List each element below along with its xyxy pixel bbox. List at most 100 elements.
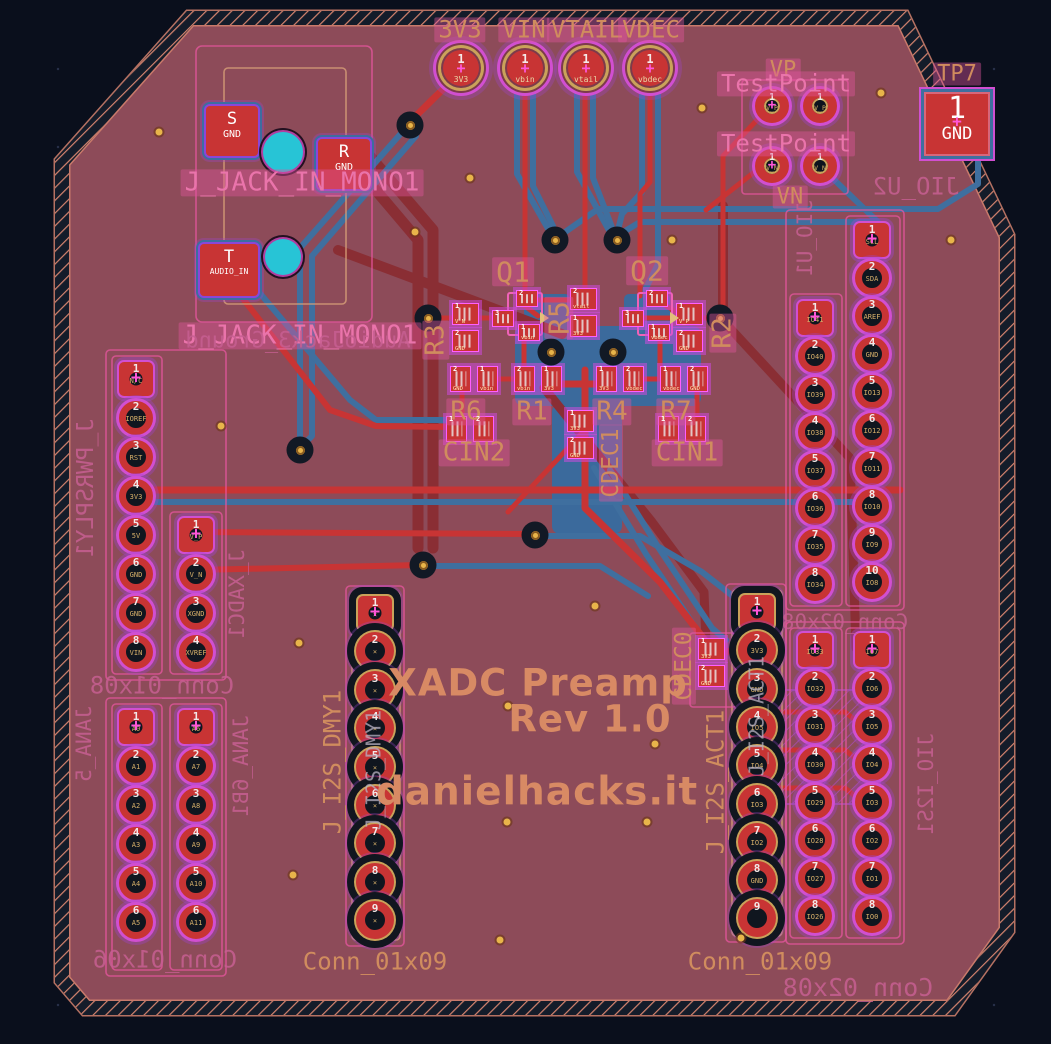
label-j-i2s-act1[interactable]: J_I2S_ACT1 (701, 709, 730, 855)
label-j-xadc1[interactable]: J_XADC1 (224, 549, 249, 639)
label-vin[interactable]: VIN (498, 17, 550, 43)
header-pad-j_i2s_dmy1-7[interactable]: 7× (356, 824, 394, 862)
jack-pad-sleeve[interactable]: S GND (206, 106, 258, 156)
label-conn-01x09[interactable]: Conn_01x09 (687, 947, 833, 976)
label-vdec[interactable]: VDEC (618, 17, 684, 43)
label-jio-u1[interactable]: JIO_U1 (792, 200, 817, 276)
label-vtail[interactable]: VTAIL (546, 17, 628, 43)
label-conn-01x08[interactable]: Conn_01x08 (89, 671, 235, 700)
label-jana-5[interactable]: JANA_5 (71, 706, 96, 782)
header-pad-j_i2s_dmy1-4[interactable]: 4× (356, 709, 394, 747)
label-jana-6b1[interactable]: JANA_6B1 (228, 715, 253, 817)
label-conn-02x08[interactable]: Conn_02x08 (781, 609, 909, 634)
label-r6[interactable]: R6 (446, 398, 486, 426)
label-conn-01x06[interactable]: Conn_01x06 (92, 945, 238, 974)
via[interactable] (599, 338, 627, 366)
label-testpoint[interactable]: TestPoint (716, 71, 856, 97)
header-pad-j_i2s_dmy1-6[interactable]: 6× (356, 786, 394, 824)
smd-pad-cin1-2[interactable]: 2 (685, 415, 706, 442)
via[interactable] (603, 226, 631, 254)
header-pad-j_i2s_act1-9[interactable]: 9 (738, 899, 776, 937)
smd-pad-cin2-2[interactable]: 2 (473, 415, 494, 442)
via[interactable] (537, 338, 565, 366)
label-audiojack3-ground[interactable]: AudioJack3_Ground (185, 328, 411, 354)
label-testpoint[interactable]: TestPoint (716, 131, 856, 157)
label-tp7[interactable]: TP7 (933, 62, 981, 86)
label-jio-i2s1[interactable]: JIO_I2S1 (913, 733, 938, 835)
label-vn[interactable]: VN (772, 185, 808, 209)
label-r3[interactable]: R3 (420, 320, 450, 360)
header-pad-j_i2s_dmy1-1[interactable]: 1×+ (358, 596, 392, 630)
via[interactable] (706, 304, 734, 332)
testpoint-tp7-pad[interactable]: 1 GND + (921, 89, 993, 159)
label-conn-01x09[interactable]: Conn_01x09 (302, 947, 448, 976)
via[interactable] (521, 521, 549, 549)
label-r4[interactable]: R4 (592, 398, 632, 426)
via[interactable] (286, 436, 314, 464)
jack-pad-ring[interactable]: R GND (318, 139, 370, 189)
label-j-pwrsply1[interactable]: J_PWRSPLY1 (72, 418, 99, 558)
smd-pad-q2-3[interactable]: 3 (622, 309, 644, 327)
smd-pad-cin2-1[interactable]: 1 (446, 415, 467, 442)
label-q2[interactable]: Q2 (626, 256, 668, 286)
label-3v3[interactable]: 3V3 (434, 17, 486, 43)
header-pad-j_i2s_dmy1-8[interactable]: 8× (356, 863, 394, 901)
label-vp[interactable]: VP (765, 58, 801, 82)
